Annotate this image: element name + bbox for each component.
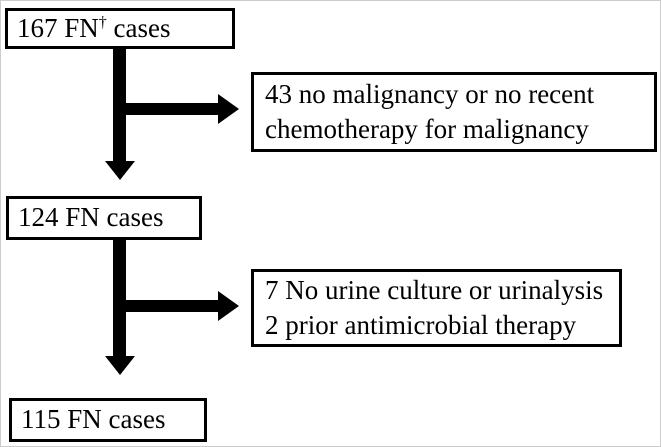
flow-box-label: 115 FN cases <box>21 404 166 435</box>
arrow-down-2-head-icon <box>105 356 135 375</box>
arrow-down-1-head-icon <box>105 161 135 180</box>
flow-box-label: 167 FN† cases <box>17 11 232 46</box>
exclusion1-line1: 43 no malignancy or no recent <box>265 78 595 109</box>
arrow-down-2-shaft <box>113 239 126 357</box>
arrow-right-1-head-icon <box>218 94 239 124</box>
label-suffix: cases <box>106 12 171 43</box>
arrow-right-2-shaft <box>125 300 218 312</box>
flow-box-label: 124 FN cases <box>18 202 164 233</box>
dagger-superscript: † <box>98 13 107 31</box>
flow-box-exclusion-malignancy: 43 no malignancy or no recent chemothera… <box>251 72 657 152</box>
exclusion2-line2: 2 prior antimicrobial therapy <box>265 310 577 340</box>
flow-box-115-fn-cases: 115 FN cases <box>9 398 207 442</box>
exclusion1-line2: chemotherapy for malignancy <box>265 114 589 144</box>
label-prefix: 167 FN <box>17 12 99 43</box>
exclusion2-line1: 7 No urine culture or urinalysis <box>265 274 604 305</box>
arrow-right-2-head-icon <box>218 291 239 321</box>
flow-box-167-fn-cases: 167 FN† cases <box>5 8 235 49</box>
flow-box-124-fn-cases: 124 FN cases <box>6 196 202 240</box>
arrow-right-1-shaft <box>125 103 218 115</box>
flow-box-exclusion-urine-antimicrobial: 7 No urine culture or urinalysis 2 prior… <box>251 269 622 347</box>
arrow-down-1-shaft <box>113 48 126 162</box>
